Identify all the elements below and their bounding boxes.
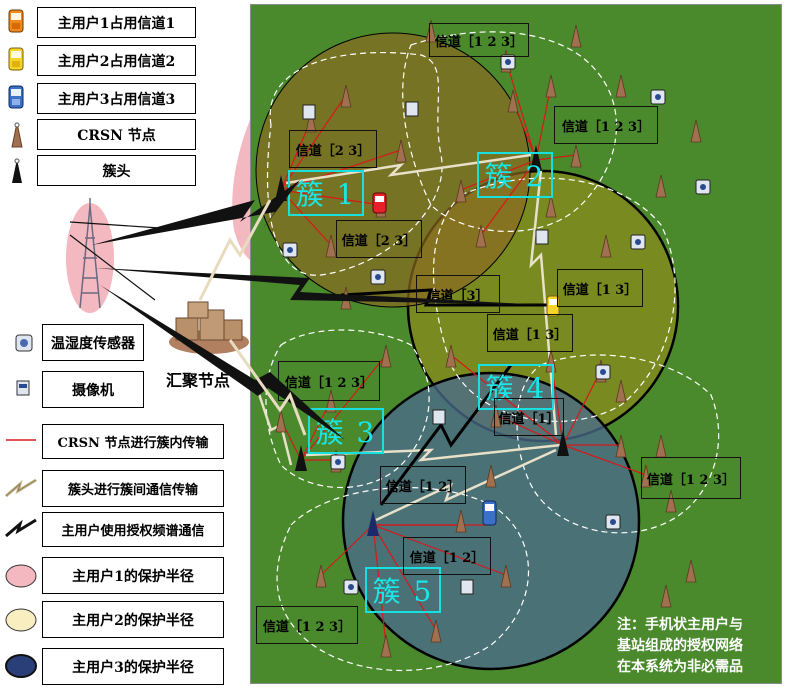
cluster-head-icon (12, 158, 22, 183)
legend-pu1: 主用户1占用信道1 (37, 7, 196, 38)
cluster-label-3: 簇 3 (308, 408, 384, 454)
radius1-outside (232, 120, 250, 260)
legend-pu2: 主用户2占用信道2 (37, 45, 196, 76)
legend-radius2: 主用户2的保护半径 (42, 601, 224, 638)
sensor-icon (15, 334, 33, 352)
legend-cluster-head: 簇头 (37, 155, 196, 186)
legend-sensor: 温湿度传感器 (42, 324, 144, 361)
channel-label: 信道［1 2 3］ (256, 606, 358, 644)
cluster-label-4: 簇 4 (478, 364, 554, 410)
legend-inter: 簇头进行簇间通信传输 (42, 470, 224, 507)
legend-crsn-node: CRSN 节点 (37, 119, 196, 150)
channel-label: 信道［1 2 3］ (554, 106, 658, 144)
sink-node-icon (169, 301, 249, 354)
note-line: 在本系统为非必需品 (617, 659, 743, 675)
channel-label: 信道［1 2 3］ (278, 361, 380, 401)
legend-intra: CRSN 节点进行簇内传输 (42, 424, 224, 459)
inter-link-icon (5, 478, 37, 498)
radius1-swatch (5, 564, 37, 588)
sink-label: 汇聚节点 (166, 371, 231, 390)
channel-label: 信道［1 2 3］ (641, 457, 741, 499)
crsn-node-icon (11, 122, 23, 148)
legend-licensed: 主用户使用授权频谱通信 (42, 512, 224, 547)
licensed-link-icon (5, 518, 37, 538)
field-drawing (254, 19, 720, 671)
phone-blue-icon (8, 85, 24, 109)
radius3-swatch (5, 654, 37, 678)
legend-radius3: 主用户3的保护半径 (42, 648, 224, 685)
note: 注：手机状主用户与 基站组成的授权网络 在本系统为非必需品 (617, 615, 743, 678)
legend-pu3: 主用户3占用信道3 (37, 83, 196, 114)
sensor-field: 簇 1 簇 2 簇 3 簇 4 簇 5 信道［1 2 3］ 信道［1 2 3］ … (250, 4, 782, 684)
cluster-label-1: 簇 1 (288, 170, 364, 216)
channel-label: 信道［1 2 3］ (429, 23, 529, 57)
radius2-swatch (5, 608, 37, 632)
cluster-label-2: 簇 2 (477, 152, 553, 198)
channel-label: 信道［1 3］ (487, 314, 573, 352)
channel-label: 信道［1 3］ (557, 269, 643, 307)
legend-radius1: 主用户1的保护半径 (42, 557, 224, 594)
channel-label: 信道［2 3］ (336, 220, 422, 258)
phone-yellow-icon (8, 47, 24, 71)
channel-label: 信道［2 3］ (289, 130, 377, 168)
note-line: 基站组成的授权网络 (617, 638, 743, 654)
camera-icon (16, 380, 30, 396)
channel-label: 信道［1 2］ (403, 537, 491, 575)
channel-label: 信道［3］ (416, 275, 500, 313)
phone-orange-icon (8, 9, 24, 33)
channel-label: 信道［1］ (494, 398, 564, 436)
note-line: 注：手机状主用户与 (617, 617, 743, 633)
intra-link-icon (6, 439, 36, 441)
channel-label: 信道［1 2］ (380, 466, 466, 504)
base-tower-icon (66, 198, 114, 313)
legend-camera: 摄像机 (42, 371, 144, 408)
